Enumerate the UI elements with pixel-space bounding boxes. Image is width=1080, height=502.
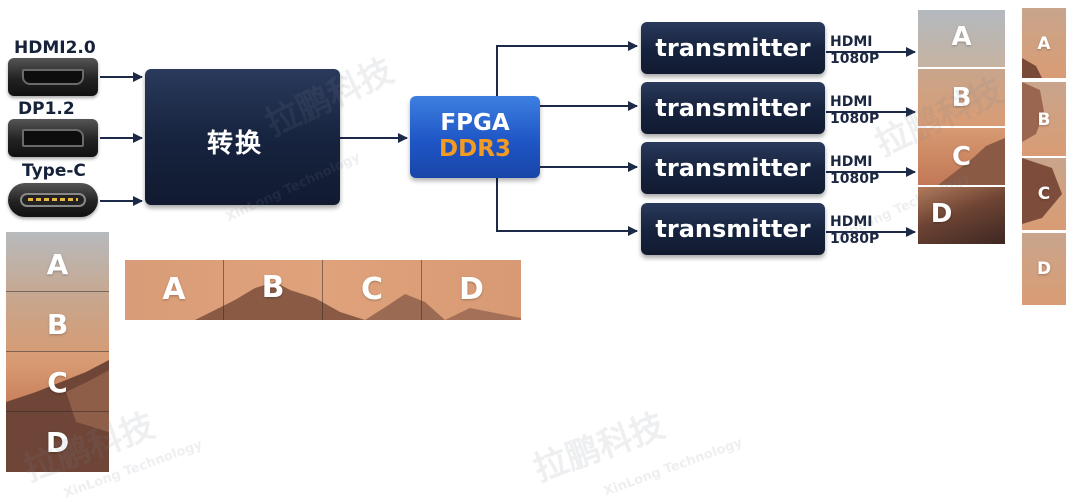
hdmi-port-label: HDMI2.0 [14,38,96,58]
stack-label-d: D [45,426,70,459]
output-2-label: HDMI 1080P [830,94,879,128]
dp-port-label: DP1.2 [18,99,75,119]
stack-label-a: A [46,248,69,281]
stack-label-b: B [46,308,69,341]
output-2-resolution: 1080P [830,111,880,127]
output-1-label: HDMI 1080P [830,34,879,68]
output-4-type: HDMI [830,214,873,230]
output-3-resolution: 1080P [830,171,880,187]
output-4-label: HDMI 1080P [830,214,879,248]
output-4-resolution: 1080P [830,231,880,247]
output-3-label: HDMI 1080P [830,154,879,188]
stack-label-c: C [47,366,68,399]
rotated-tile-c: C [1022,158,1066,230]
rotated-tile-a: A [1022,8,1066,78]
converter-box: 转换 [145,69,340,205]
output-2-type: HDMI [830,94,873,110]
rotated-tile-b: B [1022,82,1066,156]
output-tile-a: A [918,10,1005,67]
transmitter-box-2: transmitter [641,82,825,134]
arrow-fpga-to-tx4 [496,178,638,236]
connector-lines [100,41,916,237]
typec-port-label: Type-C [22,161,86,181]
fpga-label: FPGA [440,110,510,136]
output-1-resolution: 1080P [830,51,880,67]
transmitter-box-3: transmitter [641,142,825,194]
horizontal-strip: A B C D [125,260,521,320]
displayport-icon [8,119,98,157]
fpga-ddr3-box: FPGA DDR3 [410,96,540,178]
transmitter-box-4: transmitter [641,203,825,255]
rotated-tile-d: D [1022,233,1066,305]
output-3-type: HDMI [830,154,873,170]
output-tile-c: C [918,128,1005,185]
converter-label: 转换 [207,129,264,159]
vertical-stacked-image: A B C D [6,232,109,472]
strip-label-d: D [459,272,484,307]
strip-label-c: C [360,272,384,307]
usb-c-port-icon [8,183,98,217]
strip-label-a: A [162,272,186,307]
output-tile-d: D [918,187,1005,244]
transmitter-box-1: transmitter [641,22,825,74]
output-tile-b: B [918,69,1005,126]
hdmi-port-icon [8,58,98,96]
ddr3-label: DDR3 [439,136,511,162]
output-1-type: HDMI [830,34,873,50]
arrow-fpga-to-tx1 [496,41,638,96]
strip-label-b: B [261,270,285,305]
